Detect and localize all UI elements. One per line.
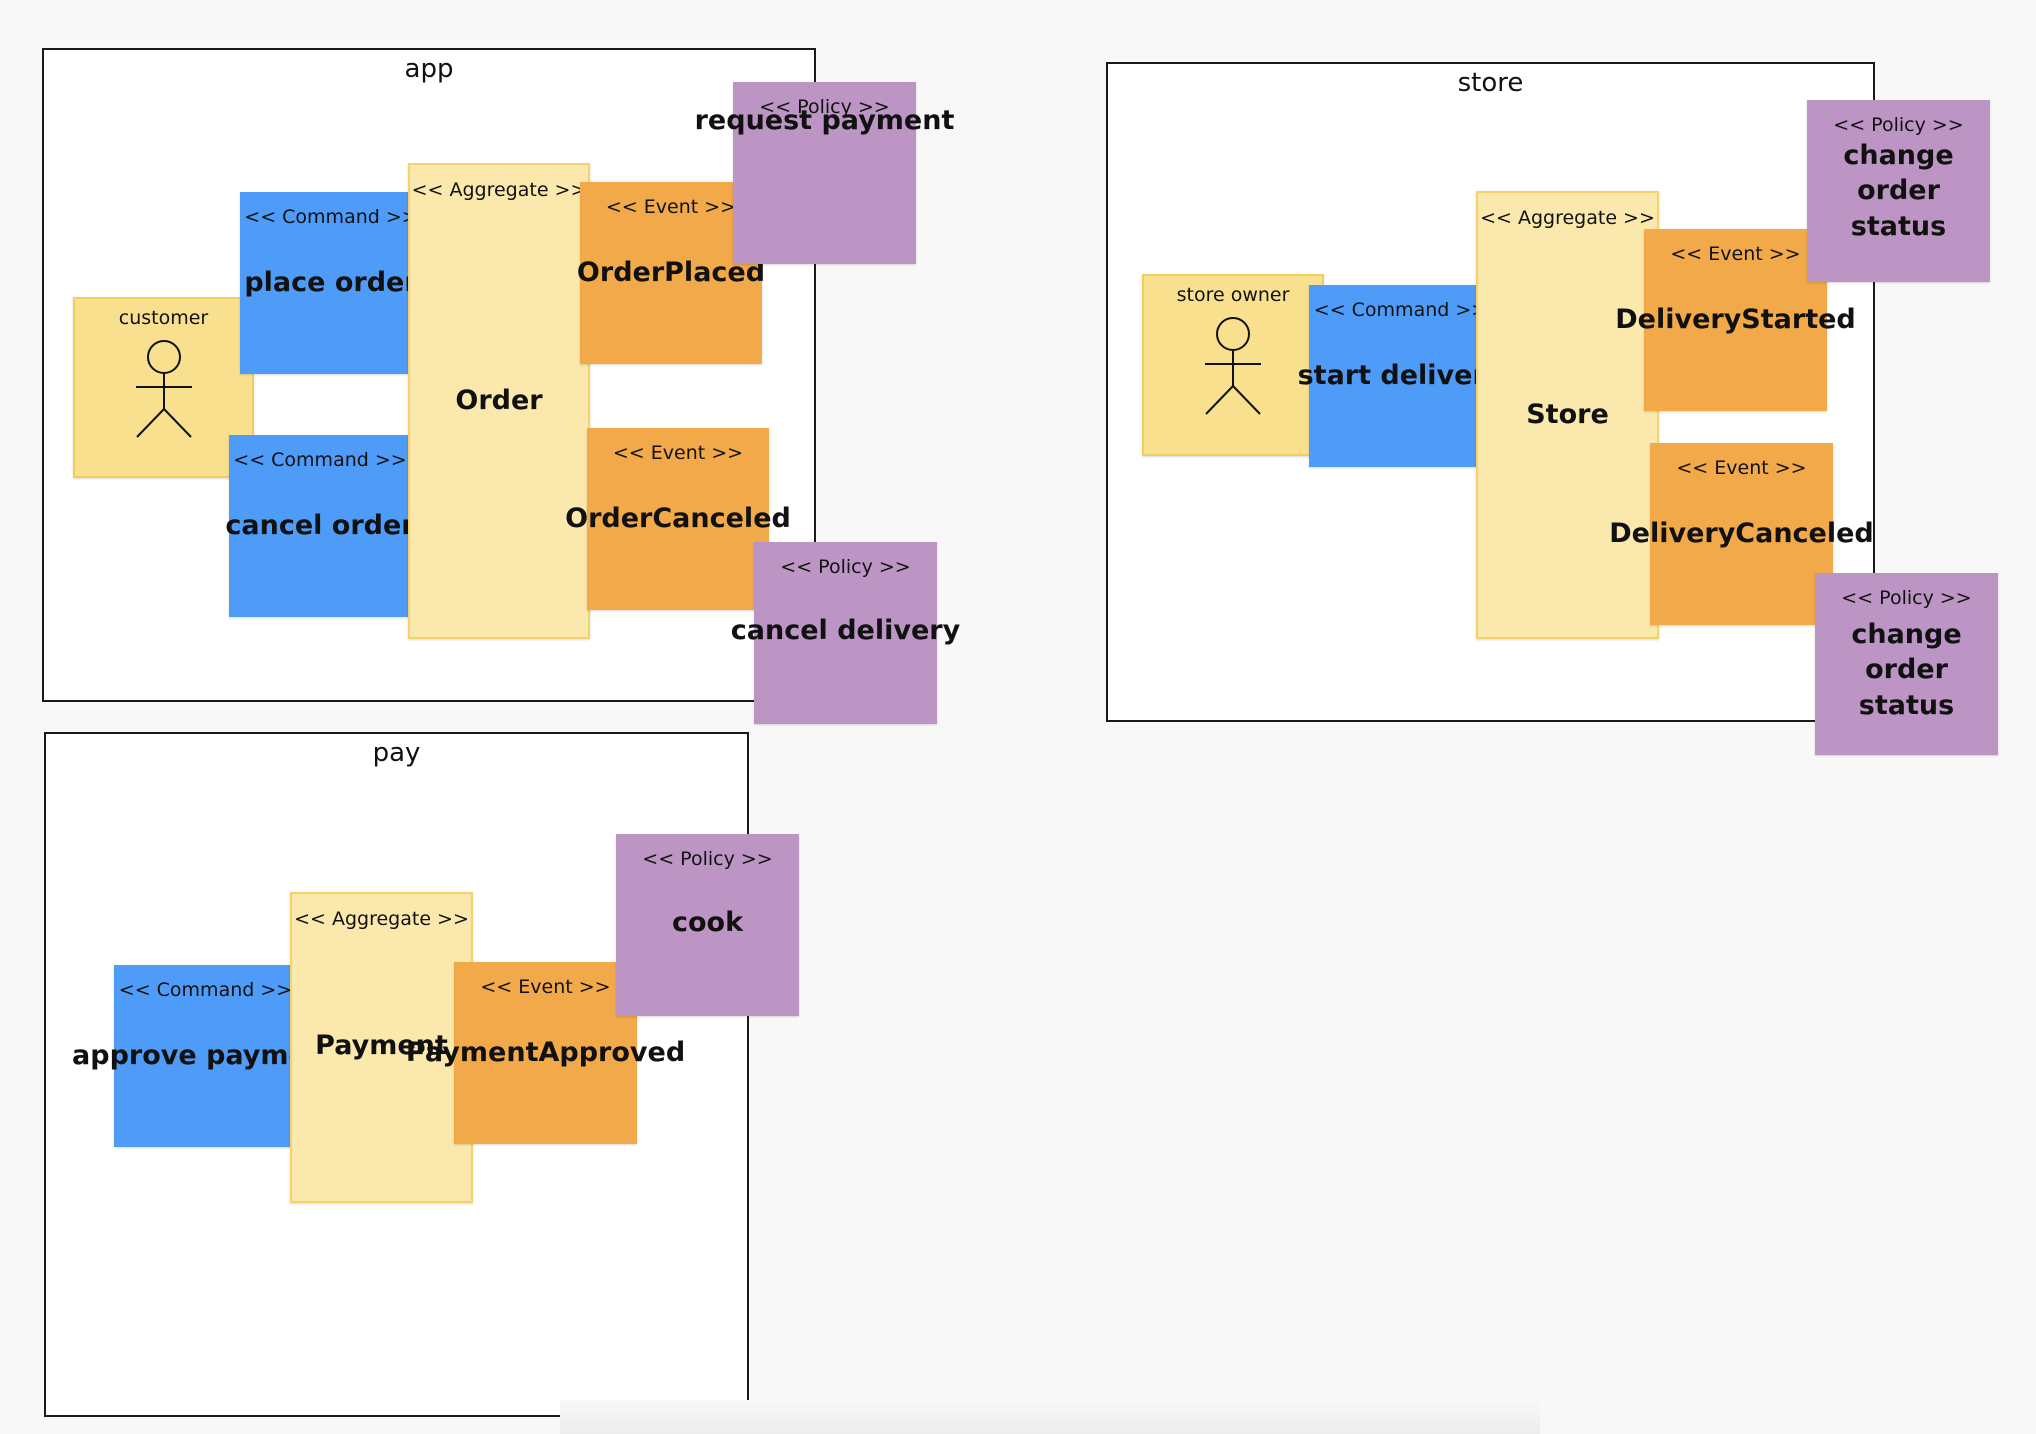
policy-cook[interactable]: << Policy >> cook xyxy=(616,834,799,1016)
command-approve-payment[interactable]: << Command >> approve payment xyxy=(72,965,339,1147)
stick-figure-icon xyxy=(135,340,192,438)
stereotype-label: << Event >> xyxy=(1676,457,1807,479)
stereotype-label: << Event >> xyxy=(612,442,744,464)
actor-label: customer xyxy=(118,307,209,329)
stereotype-label: << Policy >> xyxy=(642,848,773,870)
stereotype-label: << Policy >> xyxy=(780,556,911,578)
stereotype-label: << Aggregate >> xyxy=(411,179,587,201)
bounded-context-title: app xyxy=(404,54,454,84)
event-payment-approved[interactable]: << Event >> PaymentApproved xyxy=(406,962,685,1144)
canvas-edge-shadow xyxy=(560,1400,1540,1434)
aggregate-store[interactable]: << Aggregate >> Store xyxy=(1476,191,1659,639)
stereotype-label: << Policy >> xyxy=(1841,587,1972,609)
policy-label: change order status xyxy=(1851,619,1962,721)
policy-label: change order status xyxy=(1843,140,1954,242)
event-delivery-canceled[interactable]: << Event >> DeliveryCanceled xyxy=(1609,443,1874,625)
stereotype-label: << Command >> xyxy=(233,449,407,471)
stereotype-label: << Event >> xyxy=(1670,243,1801,265)
actor-label: store owner xyxy=(1176,284,1290,306)
stereotype-label: << Command >> xyxy=(118,979,293,1001)
stick-figure-icon xyxy=(1205,317,1261,415)
stereotype-label: << Command >> xyxy=(1313,299,1488,321)
stereotype-label: << Policy >> xyxy=(1833,114,1964,136)
command-place-order[interactable]: << Command >> place order xyxy=(240,192,422,374)
policy-request-payment[interactable]: << Policy >> request payment xyxy=(695,82,954,264)
actor-customer[interactable]: customer xyxy=(73,297,254,478)
policy-change-order-status[interactable]: << Policy >> change order status xyxy=(1807,100,1990,282)
event-order-canceled[interactable]: << Event >> OrderCanceled xyxy=(565,428,791,610)
bounded-context-title: pay xyxy=(372,738,421,768)
stereotype-label: << Aggregate >> xyxy=(1480,207,1655,229)
event-delivery-started[interactable]: << Event >> DeliveryStarted xyxy=(1615,229,1856,411)
actor-store-owner[interactable]: store owner xyxy=(1142,274,1324,456)
command-start-delivery[interactable]: << Command >> start delivery xyxy=(1298,285,1503,467)
stereotype-label: << Policy >> xyxy=(759,96,890,118)
stereotype-label: << Event >> xyxy=(605,196,737,218)
policy-change-order-status[interactable]: << Policy >> change order status xyxy=(1815,573,1998,755)
aggregate-order[interactable]: << Aggregate >> Order xyxy=(408,163,590,639)
policy-cancel-delivery[interactable]: << Policy >> cancel delivery xyxy=(731,542,960,724)
stereotype-label: << Aggregate >> xyxy=(294,908,469,930)
aggregate-payment[interactable]: << Aggregate >> Payment xyxy=(290,892,473,1203)
stereotype-label: << Event >> xyxy=(480,976,611,998)
command-cancel-order[interactable]: << Command >> cancel order xyxy=(225,435,415,617)
bounded-context-title: store xyxy=(1457,68,1524,98)
stereotype-label: << Command >> xyxy=(244,206,418,228)
